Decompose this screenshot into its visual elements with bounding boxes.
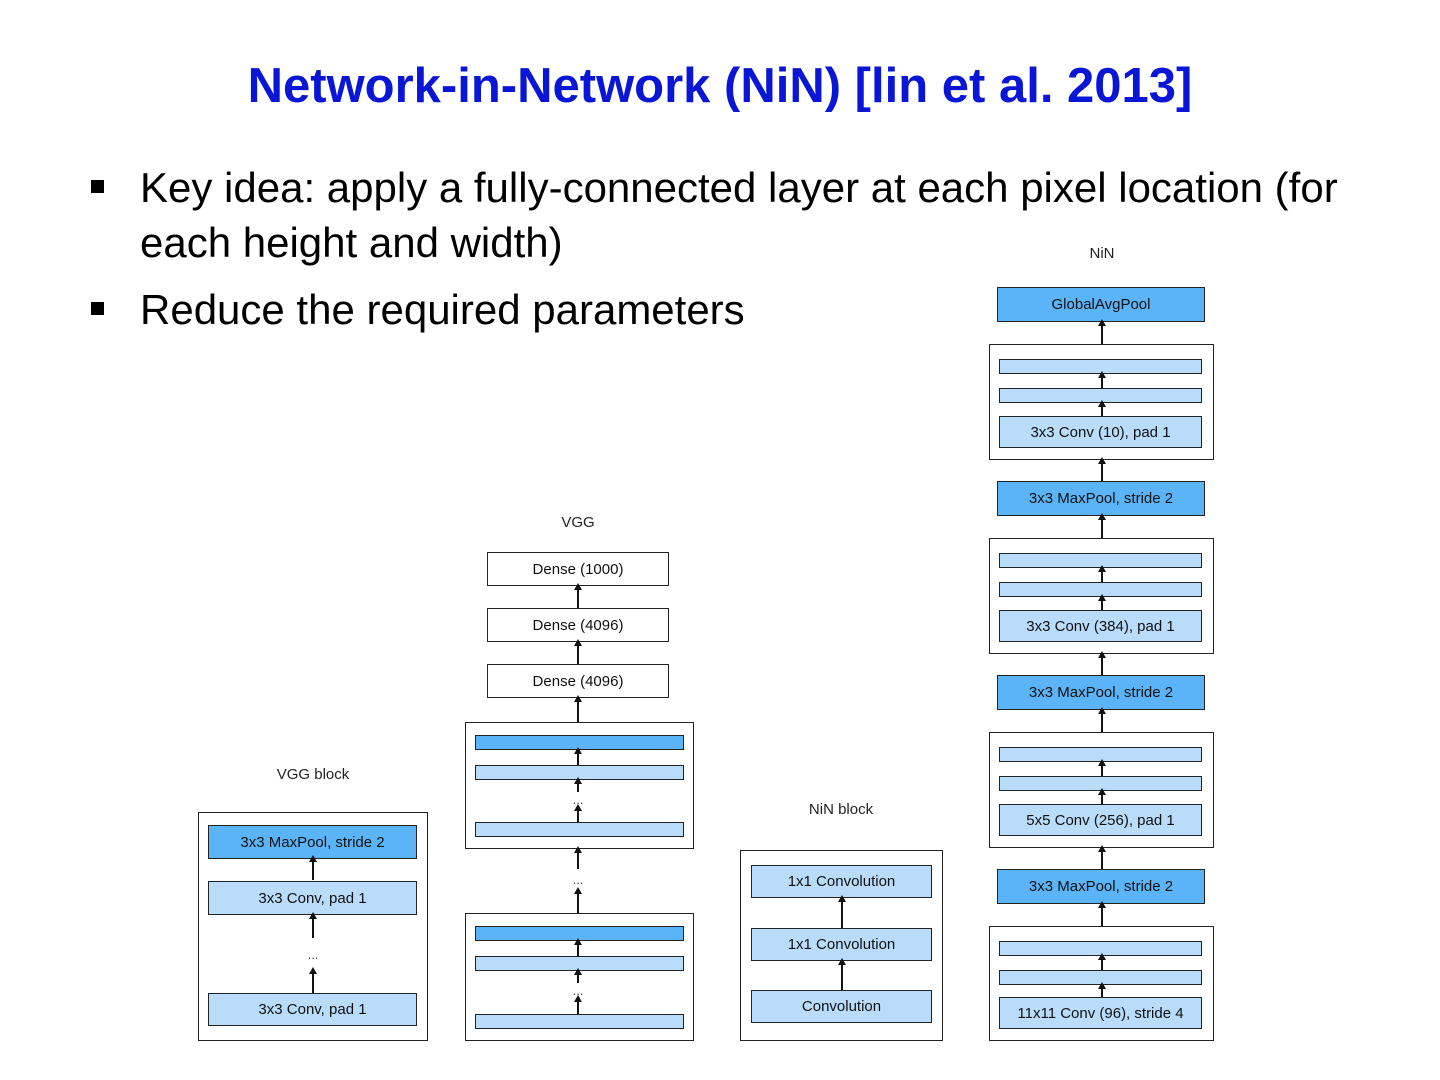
bullet-item: Reduce the required parameters xyxy=(88,282,1388,337)
nin-global-avg-pool-layer: GlobalAvgPool xyxy=(997,287,1205,322)
arrow-up-icon xyxy=(574,639,581,664)
nin-block-label: NiN block xyxy=(808,801,874,818)
nin-maxpool-layer: 3x3 MaxPool, stride 2 xyxy=(997,481,1205,516)
arrow-up-icon xyxy=(838,958,845,990)
vgg-label: VGG xyxy=(561,514,595,531)
arrow-up-icon xyxy=(574,583,581,608)
arrow-up-icon xyxy=(1098,371,1105,388)
arrow-up-icon xyxy=(309,967,316,993)
vgg-dense-layer: Dense (4096) xyxy=(487,664,669,698)
arrow-up-icon xyxy=(574,968,581,983)
ellipsis: ... xyxy=(572,792,584,807)
arrow-up-icon xyxy=(574,804,581,822)
arrow-up-icon xyxy=(1098,759,1105,776)
vgg-block-conv-layer: 3x3 Conv, pad 1 xyxy=(208,993,417,1026)
arrow-up-icon xyxy=(574,777,581,792)
vgg-conv-bar xyxy=(475,822,684,837)
nin-conv-layer: 3x3 Conv (10), pad 1 xyxy=(999,416,1202,448)
nin-block-1x1-conv-layer: 1x1 Convolution xyxy=(751,865,932,898)
nin-conv-layer: 3x3 Conv (384), pad 1 xyxy=(999,610,1202,642)
nin-conv-layer: 11x11 Conv (96), stride 4 xyxy=(999,997,1202,1029)
arrow-up-icon xyxy=(574,995,581,1014)
arrow-up-icon xyxy=(1098,901,1105,926)
vgg-dense-layer: Dense (1000) xyxy=(487,552,669,586)
square-bullet-icon xyxy=(91,302,104,315)
bullet-list: Key idea: apply a fully-connected layer … xyxy=(88,160,1388,349)
vgg-block-maxpool-layer: 3x3 MaxPool, stride 2 xyxy=(208,825,417,859)
bullet-text: Reduce the required parameters xyxy=(140,286,745,333)
arrow-up-icon xyxy=(574,846,581,869)
arrow-up-icon xyxy=(1098,982,1105,997)
arrow-up-icon xyxy=(1098,953,1105,970)
ellipsis: ... xyxy=(572,983,584,998)
vgg-conv-bar xyxy=(475,1014,684,1029)
vgg-block-label: VGG block xyxy=(276,766,350,783)
square-bullet-icon xyxy=(91,180,104,193)
arrow-up-icon xyxy=(1098,594,1105,610)
arrow-up-icon xyxy=(1098,788,1105,804)
nin-maxpool-layer: 3x3 MaxPool, stride 2 xyxy=(997,675,1205,710)
nin-block-conv-layer: Convolution xyxy=(751,990,932,1023)
arrow-up-icon xyxy=(309,912,316,938)
arrow-up-icon xyxy=(1098,565,1105,582)
arrow-up-icon xyxy=(574,938,581,956)
arrow-up-icon xyxy=(1098,513,1105,538)
arrow-up-icon xyxy=(574,695,581,722)
arrow-up-icon xyxy=(309,855,316,880)
bullet-text: Key idea: apply a fully-connected layer … xyxy=(140,164,1338,266)
nin-label: NiN xyxy=(1089,245,1115,262)
arrow-up-icon xyxy=(1098,845,1105,869)
vgg-block-conv-layer: 3x3 Conv, pad 1 xyxy=(208,881,417,915)
arrow-up-icon xyxy=(1098,400,1105,416)
arrow-up-icon xyxy=(574,747,581,765)
arrow-up-icon xyxy=(574,887,581,913)
vgg-dense-layer: Dense (4096) xyxy=(487,608,669,642)
nin-block-1x1-conv-layer: 1x1 Convolution xyxy=(751,928,932,961)
nin-conv-layer: 5x5 Conv (256), pad 1 xyxy=(999,804,1202,836)
arrow-up-icon xyxy=(838,895,845,928)
arrow-up-icon xyxy=(1098,707,1105,732)
nin-maxpool-layer: 3x3 MaxPool, stride 2 xyxy=(997,869,1205,904)
bullet-item: Key idea: apply a fully-connected layer … xyxy=(88,160,1388,270)
ellipsis: ... xyxy=(307,947,319,962)
slide-title: Network-in-Network (NiN) [lin et al. 201… xyxy=(247,59,1193,113)
ellipsis: ... xyxy=(572,872,584,887)
arrow-up-icon xyxy=(1098,457,1105,481)
arrow-up-icon xyxy=(1098,319,1105,344)
arrow-up-icon xyxy=(1098,651,1105,675)
